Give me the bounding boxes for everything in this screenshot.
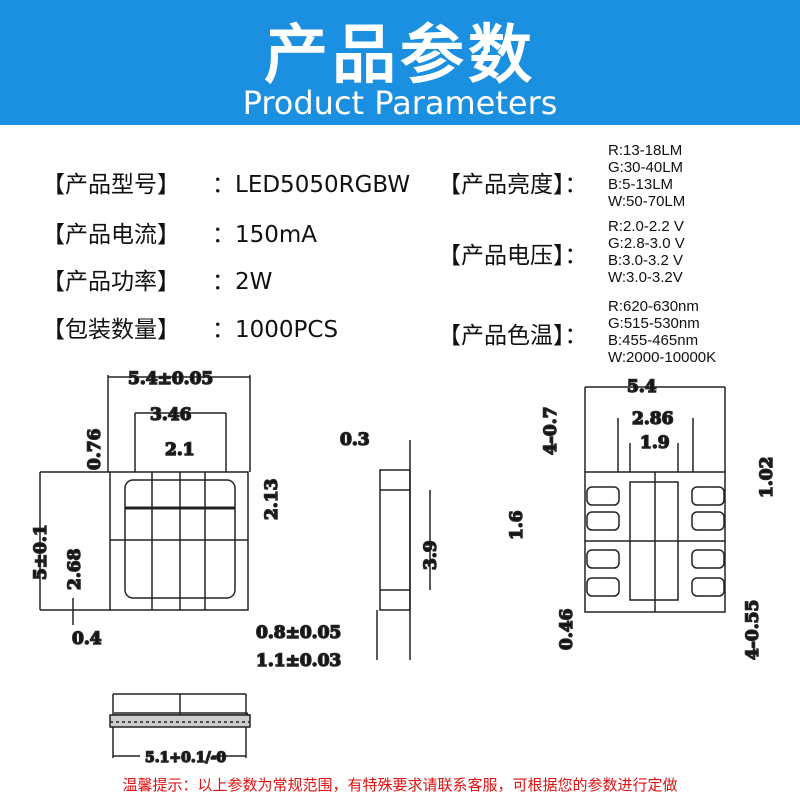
spec-voltage-label: 【产品电压】： (438, 243, 588, 269)
value-line: G:30-40LM (608, 159, 684, 176)
spec-value: ：2W (212, 269, 273, 295)
dim-side-11: 1.1±0.03 (256, 651, 341, 671)
spec-value: ：LED5050RGBW (212, 172, 411, 198)
top-view-drawing (39, 375, 251, 625)
page-title: 产品参数 (264, 19, 536, 93)
notice-text: 温馨提示：以上参数为常规范围，有特殊要求请联系客服，可根据您的参数进行定做 (122, 776, 678, 794)
front-view-drawing (109, 693, 251, 758)
dim-side-08: 0.8±0.05 (256, 623, 341, 643)
dim-bottom-54: 5.4 (627, 377, 657, 397)
value-line: W:50-70LM (608, 193, 686, 210)
dim-top-268: 2.68 (65, 549, 85, 590)
value-line: B:3.0-3.2 V (608, 252, 684, 269)
dim-bottom-16: 1.6 (507, 510, 527, 540)
spec-label: 【产品功率】 (42, 269, 180, 295)
dim-bottom-102: 1.02 (757, 457, 777, 498)
value-line: B:455-465nm (608, 332, 699, 349)
value-line: R:13-18LM (608, 142, 683, 159)
dim-bottom-4-055: 4-0.55 (743, 600, 763, 660)
spec-power: 【产品功率】 ：2W (42, 262, 272, 296)
value-line: W:2000-10000K (608, 349, 717, 366)
value-line: W:3.0-3.2V (608, 269, 683, 286)
dim-top-346: 3.46 (150, 405, 191, 425)
dim-bottom-046: 0.46 (557, 609, 577, 650)
spec-label: 【产品型号】 (42, 172, 180, 198)
dim-top-21: 2.1 (165, 440, 195, 460)
spec-label: 【产品电流】 (42, 222, 180, 248)
value-line: G:515-530nm (608, 315, 700, 332)
dim-side-39: 3.9 (421, 540, 441, 570)
dim-top-width: 5.4±0.05 (128, 369, 213, 389)
spec-value: ：1000PCS (212, 317, 339, 343)
value-line: B:5-13LM (608, 176, 674, 193)
dim-bottom-286: 2.86 (632, 409, 673, 429)
side-view-drawing (376, 440, 431, 660)
dim-side-03: 0.3 (340, 430, 370, 450)
value-line: G:2.8-3.0 V (608, 235, 685, 252)
value-line: R:2.0-2.2 V (608, 218, 684, 235)
spec-value: ：150mA (212, 222, 318, 248)
dim-top-076: 0.76 (85, 429, 105, 470)
page-subtitle: Product Parameters (242, 84, 558, 122)
spec-color-temp-label: 【产品色温】： (438, 323, 588, 349)
dim-top-04: 0.4 (72, 629, 102, 649)
dim-bottom-19: 1.9 (640, 433, 670, 453)
dim-bottom-4-07: 4-0.7 (541, 407, 561, 455)
spec-model: 【产品型号】 ：LED5050RGBW (42, 165, 410, 199)
spec-package: 【包装数量】 ：1000PCS (42, 310, 338, 344)
value-line: R:620-630nm (608, 298, 699, 315)
spec-current: 【产品电流】 ：150mA (42, 215, 317, 249)
spec-brightness-label: 【产品亮度】： (438, 172, 588, 198)
spec-label: 【包装数量】 (42, 317, 180, 343)
dim-front-51: 5.1+0.1/-0 (145, 750, 226, 766)
dim-top-height: 5±0.1 (31, 524, 51, 580)
dim-top-213: 2.13 (262, 479, 282, 520)
header-banner: 产品参数 Product Parameters (0, 0, 800, 125)
bottom-view-drawing (584, 386, 726, 613)
